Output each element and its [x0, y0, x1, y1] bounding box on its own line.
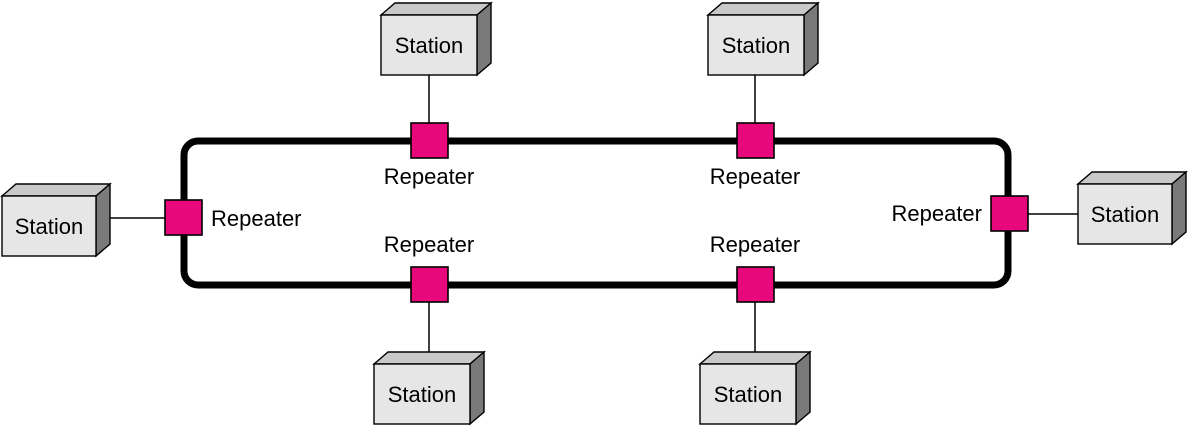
station-top-right[interactable]: Station — [706, 1, 820, 77]
station-bottom-right[interactable]: Station — [698, 350, 812, 426]
repeater-label-bottom-left: Repeater — [384, 232, 475, 257]
station-side-face — [1171, 170, 1187, 246]
repeater-label-top-left: Repeater — [384, 164, 475, 189]
repeater-top-left[interactable] — [410, 122, 449, 159]
station-bottom-left[interactable]: Station — [372, 350, 486, 426]
station-front-face — [380, 14, 478, 76]
repeater-top-right[interactable] — [736, 122, 775, 159]
station-top-face — [372, 351, 486, 365]
station-left[interactable]: Station — [0, 182, 112, 258]
repeater-label-right: Repeater — [891, 201, 982, 226]
station-side-face — [469, 350, 485, 426]
station-side-face — [795, 350, 811, 426]
station-front-face — [699, 363, 797, 425]
repeater-right[interactable] — [990, 195, 1029, 232]
station-label: Station — [1091, 202, 1160, 227]
station-label: Station — [722, 33, 791, 58]
station-top-face — [698, 351, 812, 365]
station-front-face — [1077, 183, 1173, 245]
station-right[interactable]: Station — [1076, 170, 1188, 246]
station-label: Station — [388, 382, 457, 407]
station-top-face — [706, 2, 820, 16]
station-top-left[interactable]: Station — [379, 1, 493, 77]
station-front-face — [1, 195, 97, 257]
station-side-face — [476, 1, 492, 77]
repeater-bottom-left[interactable] — [410, 266, 449, 303]
station-top-face — [1076, 171, 1188, 185]
repeater-bottom-right[interactable] — [736, 266, 775, 303]
ring — [180, 137, 1012, 289]
station-label: Station — [714, 382, 783, 407]
station-top-face — [379, 2, 493, 16]
station-front-face — [707, 14, 805, 76]
station-front-face — [373, 363, 471, 425]
station-label: Station — [395, 33, 464, 58]
station-side-face — [803, 1, 819, 77]
repeater-label-left: Repeater — [211, 206, 302, 231]
station-side-face — [95, 182, 111, 258]
repeater-label-top-right: Repeater — [710, 164, 801, 189]
repeater-label-bottom-right: Repeater — [710, 232, 801, 257]
station-top-face — [0, 183, 112, 197]
station-label: Station — [15, 214, 84, 239]
repeater-left[interactable] — [164, 199, 203, 236]
